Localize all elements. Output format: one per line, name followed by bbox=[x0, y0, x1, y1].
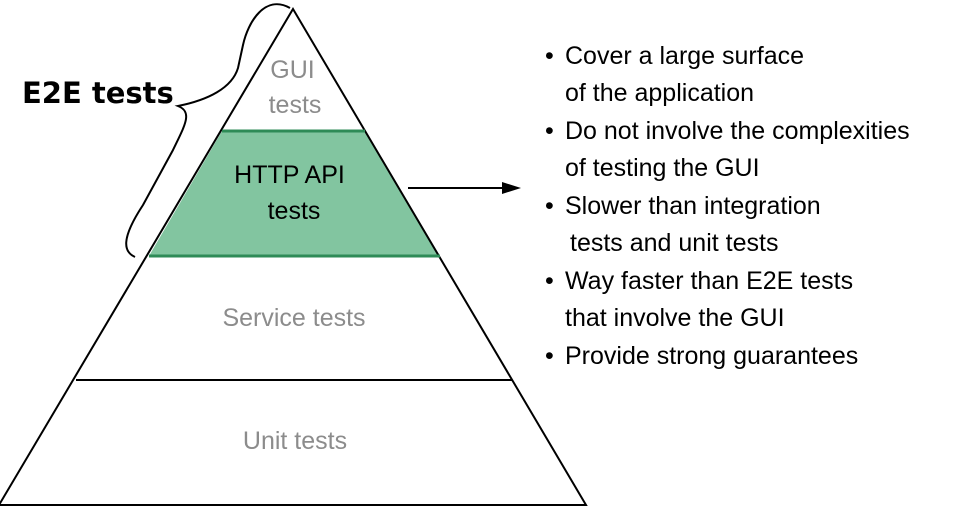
bullet-text: Cover a large surface of the application bbox=[565, 42, 811, 107]
bullet-symbol: • bbox=[545, 342, 554, 370]
e2e-group-label: E2E tests bbox=[22, 76, 174, 110]
tier-label-line: Service tests bbox=[222, 304, 365, 332]
bullet-text: Do not involve the complexities of testi… bbox=[565, 117, 917, 182]
tier-label-line: Unit tests bbox=[243, 427, 347, 455]
bullet-item: • Do not involve the complexities of tes… bbox=[545, 117, 917, 182]
bullet-text: Way faster than E2E tests that involve t… bbox=[565, 267, 860, 332]
bullet-text: Provide strong guarantees bbox=[565, 342, 858, 370]
bullet-item: • Slower than integration tests and unit… bbox=[545, 192, 828, 257]
tier-label-line: HTTP API bbox=[234, 161, 345, 189]
bullet-symbol: • bbox=[545, 117, 554, 145]
tier-label-service: Service tests bbox=[222, 304, 365, 332]
tier-label-line: tests bbox=[269, 91, 322, 119]
bullet-item: • Way faster than E2E tests that involve… bbox=[545, 267, 860, 332]
tier-label-http-api: HTTP API tests bbox=[234, 161, 352, 225]
bullet-item: • Cover a large surface of the applicati… bbox=[545, 42, 811, 107]
e2e-brace bbox=[125, 3, 291, 258]
bullet-symbol: • bbox=[545, 42, 554, 70]
tier-label-unit: Unit tests bbox=[243, 427, 347, 455]
bullet-symbol: • bbox=[545, 192, 554, 220]
bullet-list: • Cover a large surface of the applicati… bbox=[545, 42, 917, 370]
tier-label-gui: GUI tests bbox=[269, 56, 322, 119]
http-api-tier-band bbox=[149, 131, 440, 256]
tier-label-line: GUI bbox=[270, 56, 314, 84]
tier-label-line: tests bbox=[268, 197, 321, 225]
bullet-symbol: • bbox=[545, 267, 554, 295]
callout-arrow-head bbox=[502, 182, 521, 194]
bullet-item: • Provide strong guarantees bbox=[545, 342, 858, 370]
bullet-text: Slower than integration tests and unit t… bbox=[565, 192, 828, 257]
